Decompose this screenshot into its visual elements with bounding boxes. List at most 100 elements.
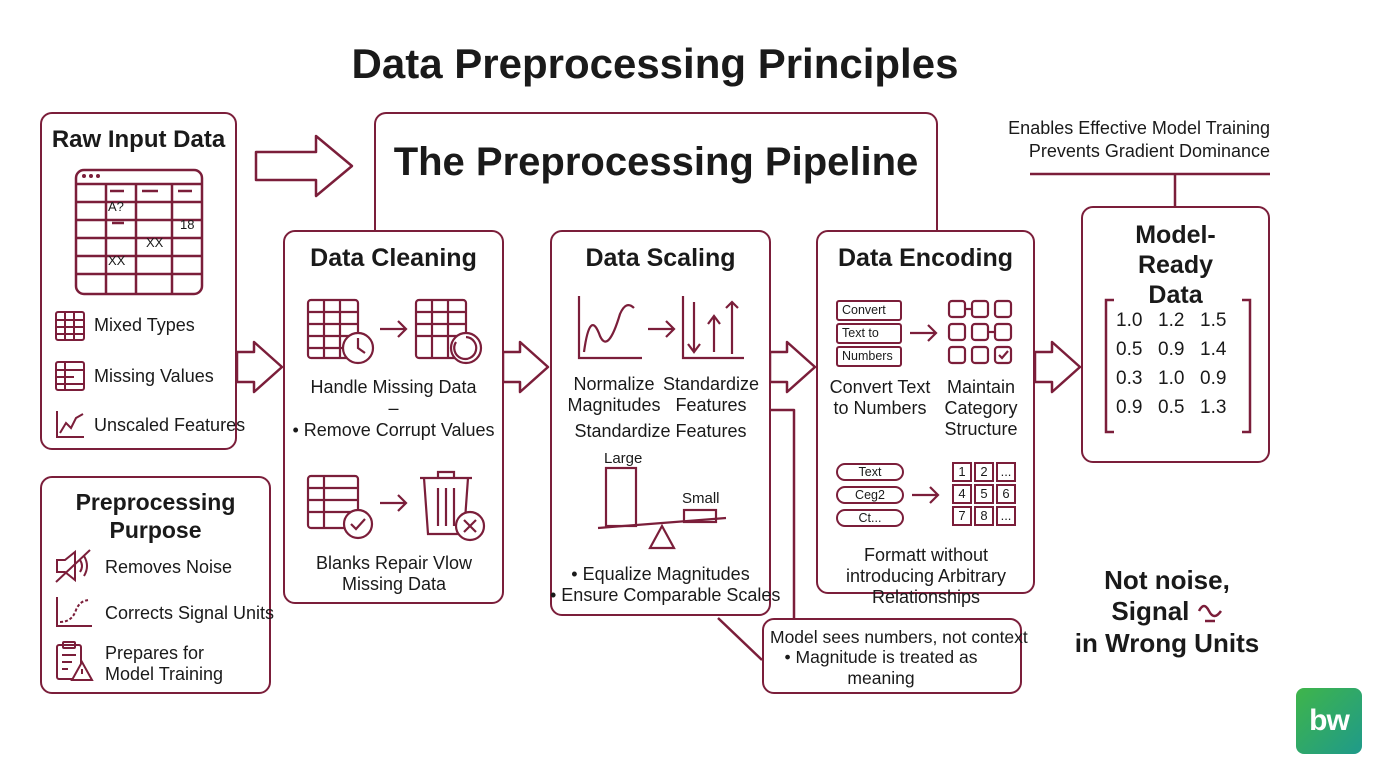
- matrix-cell: 1.4: [1200, 339, 1227, 360]
- matrix-cell: 0.5: [1116, 339, 1143, 360]
- table-clock-icon: [306, 298, 375, 365]
- muted-speaker-icon: [55, 549, 91, 583]
- spreadsheet-icon: [74, 168, 204, 296]
- grid-cell: ...: [996, 506, 1016, 526]
- brand-logo: bw: [1296, 688, 1362, 754]
- trend-chart-icon: [56, 411, 84, 438]
- note-line-2: Prevents Gradient Dominance: [1028, 141, 1270, 161]
- matrix: 1.0 1.2 1.5 0.5 0.9 1.4 0.3 1.0 0.9 0.9 …: [1116, 310, 1242, 418]
- callout-box: [762, 618, 1022, 694]
- cell-value: 18: [180, 217, 195, 232]
- cell-value: XX: [146, 235, 164, 250]
- cleaning-caption: Handle Missing Data: [310, 377, 477, 397]
- note-line: [1030, 172, 1270, 206]
- missing-list-icon: [55, 361, 85, 391]
- scale-small-label: Small: [682, 490, 720, 507]
- arrow-right-icon: [912, 486, 940, 504]
- callout-connector: [717, 408, 796, 661]
- matrix-cell: 0.9: [1158, 339, 1185, 360]
- number-grid: 1 2 ... 4 5 6 7 8 ...: [952, 462, 1018, 526]
- flow-arrow-1: [235, 340, 284, 394]
- table-refresh-icon: [414, 298, 483, 365]
- slogan-line-2: Signal: [1060, 596, 1274, 627]
- convert-stack: Convert Text to Numbers: [836, 300, 902, 367]
- wave-icon: [1197, 604, 1222, 623]
- model-ready-title: Model-Ready Data: [1135, 221, 1216, 309]
- normalize-curve-icon: [577, 296, 642, 360]
- cleaning-title: Data Cleaning: [310, 244, 477, 272]
- flow-arrow-2: [501, 340, 550, 394]
- cell-value: XX: [108, 253, 126, 268]
- stack-row: Convert: [836, 300, 902, 321]
- raw-item-label: Mixed Types: [94, 315, 195, 335]
- encoding-title: Data Encoding: [837, 244, 1013, 272]
- purpose-item-label: Removes Noise: [105, 557, 233, 577]
- cleaning-panel: [283, 230, 504, 604]
- flow-arrow-4: [1033, 340, 1082, 394]
- matrix-cell: 1.3: [1200, 397, 1227, 418]
- grid-cell: ...: [996, 462, 1016, 482]
- scaling-subtitle: Standardize Features: [574, 421, 747, 441]
- clipboard-warning-icon: [56, 641, 94, 681]
- raw-item-label: Missing Values: [94, 366, 214, 386]
- note-line-1: Enables Effective Model Training: [1008, 118, 1270, 138]
- category-pills: Text Ceg2 Ct...: [836, 463, 904, 527]
- stack-row: Text to: [836, 323, 902, 344]
- matrix-cell: 1.2: [1158, 310, 1185, 331]
- purpose-title: Preprocessing Purpose: [75, 489, 236, 543]
- scale-large-label: Large: [604, 450, 643, 467]
- matrix-cell: 0.9: [1200, 368, 1227, 389]
- cleaning-caption: • Remove Corrupt Values: [292, 420, 495, 440]
- grid-cell: 1: [952, 462, 972, 482]
- arrow-right-icon: [380, 494, 408, 512]
- encoding-panel: [816, 230, 1035, 594]
- model-ready-panel: [1081, 206, 1270, 463]
- slogan-signal-text: Signal: [1111, 596, 1190, 626]
- raw-input-title: Raw Input Data: [51, 126, 226, 153]
- slogan-line-1: Not noise,: [1104, 565, 1230, 595]
- purpose-item-label: Corrects Signal Units: [105, 603, 275, 623]
- encoding-label: Maintain Category Structure: [944, 377, 1018, 439]
- page-title: Data Preprocessing Principles: [351, 40, 959, 87]
- matrix-cell: 1.0: [1158, 368, 1185, 389]
- pill: Ceg2: [836, 486, 904, 504]
- encoding-caption: Formatt without introducing Arbitrary Re…: [845, 545, 1007, 607]
- flow-arrow-3: [768, 340, 817, 394]
- category-grid-icon: [947, 299, 1013, 365]
- table-check-icon: [306, 474, 374, 540]
- slogan-line-3: in Wrong Units: [1074, 628, 1260, 658]
- purpose-panel: [40, 476, 271, 694]
- arrow-right-icon: [380, 320, 408, 338]
- arrow-right-icon: [910, 324, 938, 342]
- standardize-arrows-icon: [681, 296, 744, 360]
- grid-cell: 5: [974, 484, 994, 504]
- purpose-item-label: Prepares for Model Training: [105, 643, 224, 684]
- pipeline-title: The Preprocessing Pipeline: [393, 140, 919, 184]
- matrix-cell: 0.5: [1158, 397, 1185, 418]
- callout-line-1: Model sees numbers, not context: [770, 627, 1028, 647]
- table-icon: [55, 311, 85, 341]
- matrix-brackets: [1104, 298, 1252, 434]
- callout-line-2: • Magnitude is treated as meaning: [784, 647, 978, 688]
- matrix-cell: 0.9: [1116, 397, 1143, 418]
- pipeline-frame: [374, 112, 938, 237]
- scaling-panel: [550, 230, 771, 616]
- matrix-cell: 1.5: [1200, 310, 1227, 331]
- raw-item-label: Unscaled Features: [94, 415, 246, 435]
- pill: Ct...: [836, 509, 904, 527]
- signal-curve-icon: [56, 597, 92, 627]
- balance-scale-icon: [597, 466, 727, 550]
- scaling-label: Standardize Features: [662, 374, 760, 415]
- cleaning-caption: Blanks Repair Vlow Missing Data: [315, 553, 473, 594]
- matrix-cell: 0.3: [1116, 368, 1143, 389]
- scaling-label: Normalize Magnitudes: [567, 374, 661, 415]
- cleaning-dash: –: [388, 398, 399, 418]
- arrow-right-icon: [648, 320, 676, 338]
- stack-row: Numbers: [836, 346, 902, 367]
- scaling-bullet: • Equalize Magnitudes: [571, 564, 750, 584]
- trash-delete-icon: [420, 470, 486, 542]
- grid-cell: 8: [974, 506, 994, 526]
- matrix-cell: 1.0: [1116, 310, 1143, 331]
- grid-cell: 6: [996, 484, 1016, 504]
